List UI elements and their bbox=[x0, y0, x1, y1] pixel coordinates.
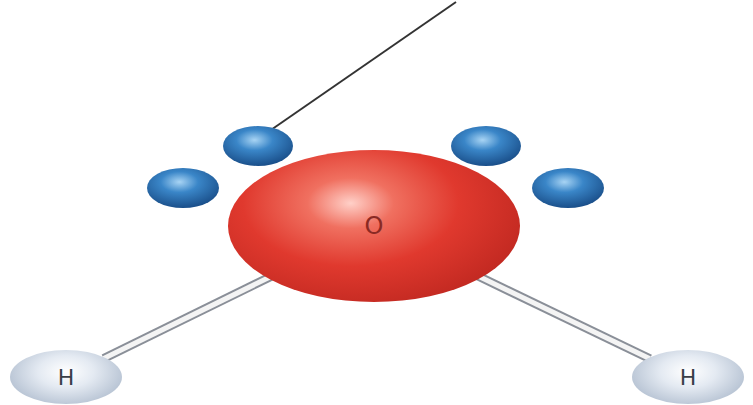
oxygen-atom: O bbox=[228, 150, 520, 302]
bond-line bbox=[477, 276, 650, 359]
bond-outline bbox=[104, 276, 272, 358]
atom-label: H bbox=[58, 365, 75, 390]
bond-outline bbox=[477, 276, 650, 359]
electron-sphere bbox=[147, 168, 219, 208]
bond-core bbox=[477, 276, 650, 359]
hydrogen-atom: H bbox=[632, 350, 744, 404]
electron-sphere bbox=[223, 126, 293, 166]
atom-label: O bbox=[365, 212, 384, 240]
bond-core bbox=[104, 276, 272, 358]
electron-sphere bbox=[532, 168, 604, 208]
bond-line bbox=[104, 276, 272, 358]
hydrogen-atom: H bbox=[10, 350, 122, 404]
atom-label: H bbox=[680, 365, 697, 390]
electron-sphere bbox=[451, 126, 521, 166]
leader-line bbox=[268, 2, 456, 132]
